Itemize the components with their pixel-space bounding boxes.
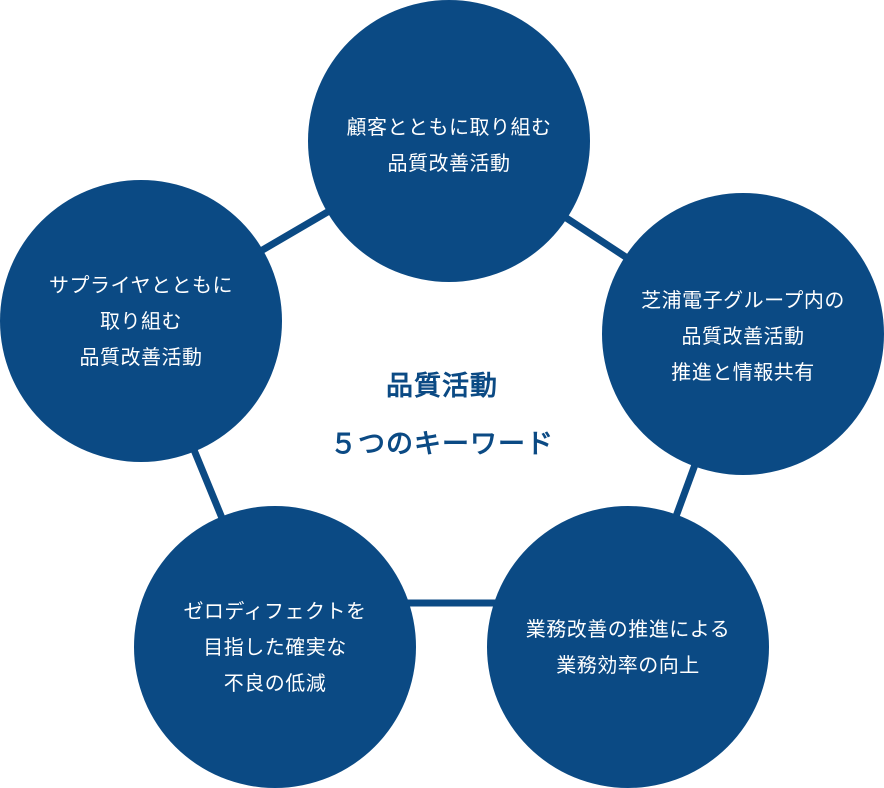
keyword-circle-business-efficiency: 業務改善の推進による 業務効率の向上 (487, 506, 769, 788)
keyword-text-line: 品質改善活動 (387, 151, 511, 175)
keyword-text-line: 業務改善の推進による (525, 617, 731, 641)
keyword-text-line: 目指した確実な (203, 635, 347, 659)
keyword-circle-supplier-collaboration: サプライヤとともに 取り組む 品質改善活動 (0, 180, 282, 462)
keyword-text-line: 芝浦電子グループ内の (641, 288, 845, 312)
keyword-text-line: 不良の低減 (223, 671, 327, 695)
keyword-circle-zero-defect: ゼロディフェクトを 目指した確実な 不良の低減 (134, 506, 416, 788)
keyword-text-line: 業務効率の向上 (556, 653, 700, 677)
center-title: 品質活動 ５つのキーワード (292, 358, 592, 474)
keyword-text-line: サプライヤとともに (49, 273, 233, 297)
keyword-text-line: 推進と情報共有 (671, 360, 815, 384)
keyword-circle-group-improvement: 芝浦電子グループ内の 品質改善活動 推進と情報共有 (602, 193, 884, 475)
keyword-text-line: 顧客とともに取り組む (346, 115, 552, 139)
keyword-text-line: 取り組む (100, 309, 182, 333)
keyword-text-line: 品質改善活動 (681, 324, 805, 348)
center-subtitle-line: ５つのキーワード (330, 429, 554, 460)
keyword-circle-customer-collaboration: 顧客とともに取り組む 品質改善活動 (308, 0, 590, 282)
center-title-line: 品質活動 (386, 371, 498, 402)
keyword-text-line: ゼロディフェクトを (183, 599, 367, 623)
keyword-text-line: 品質改善活動 (79, 345, 203, 369)
